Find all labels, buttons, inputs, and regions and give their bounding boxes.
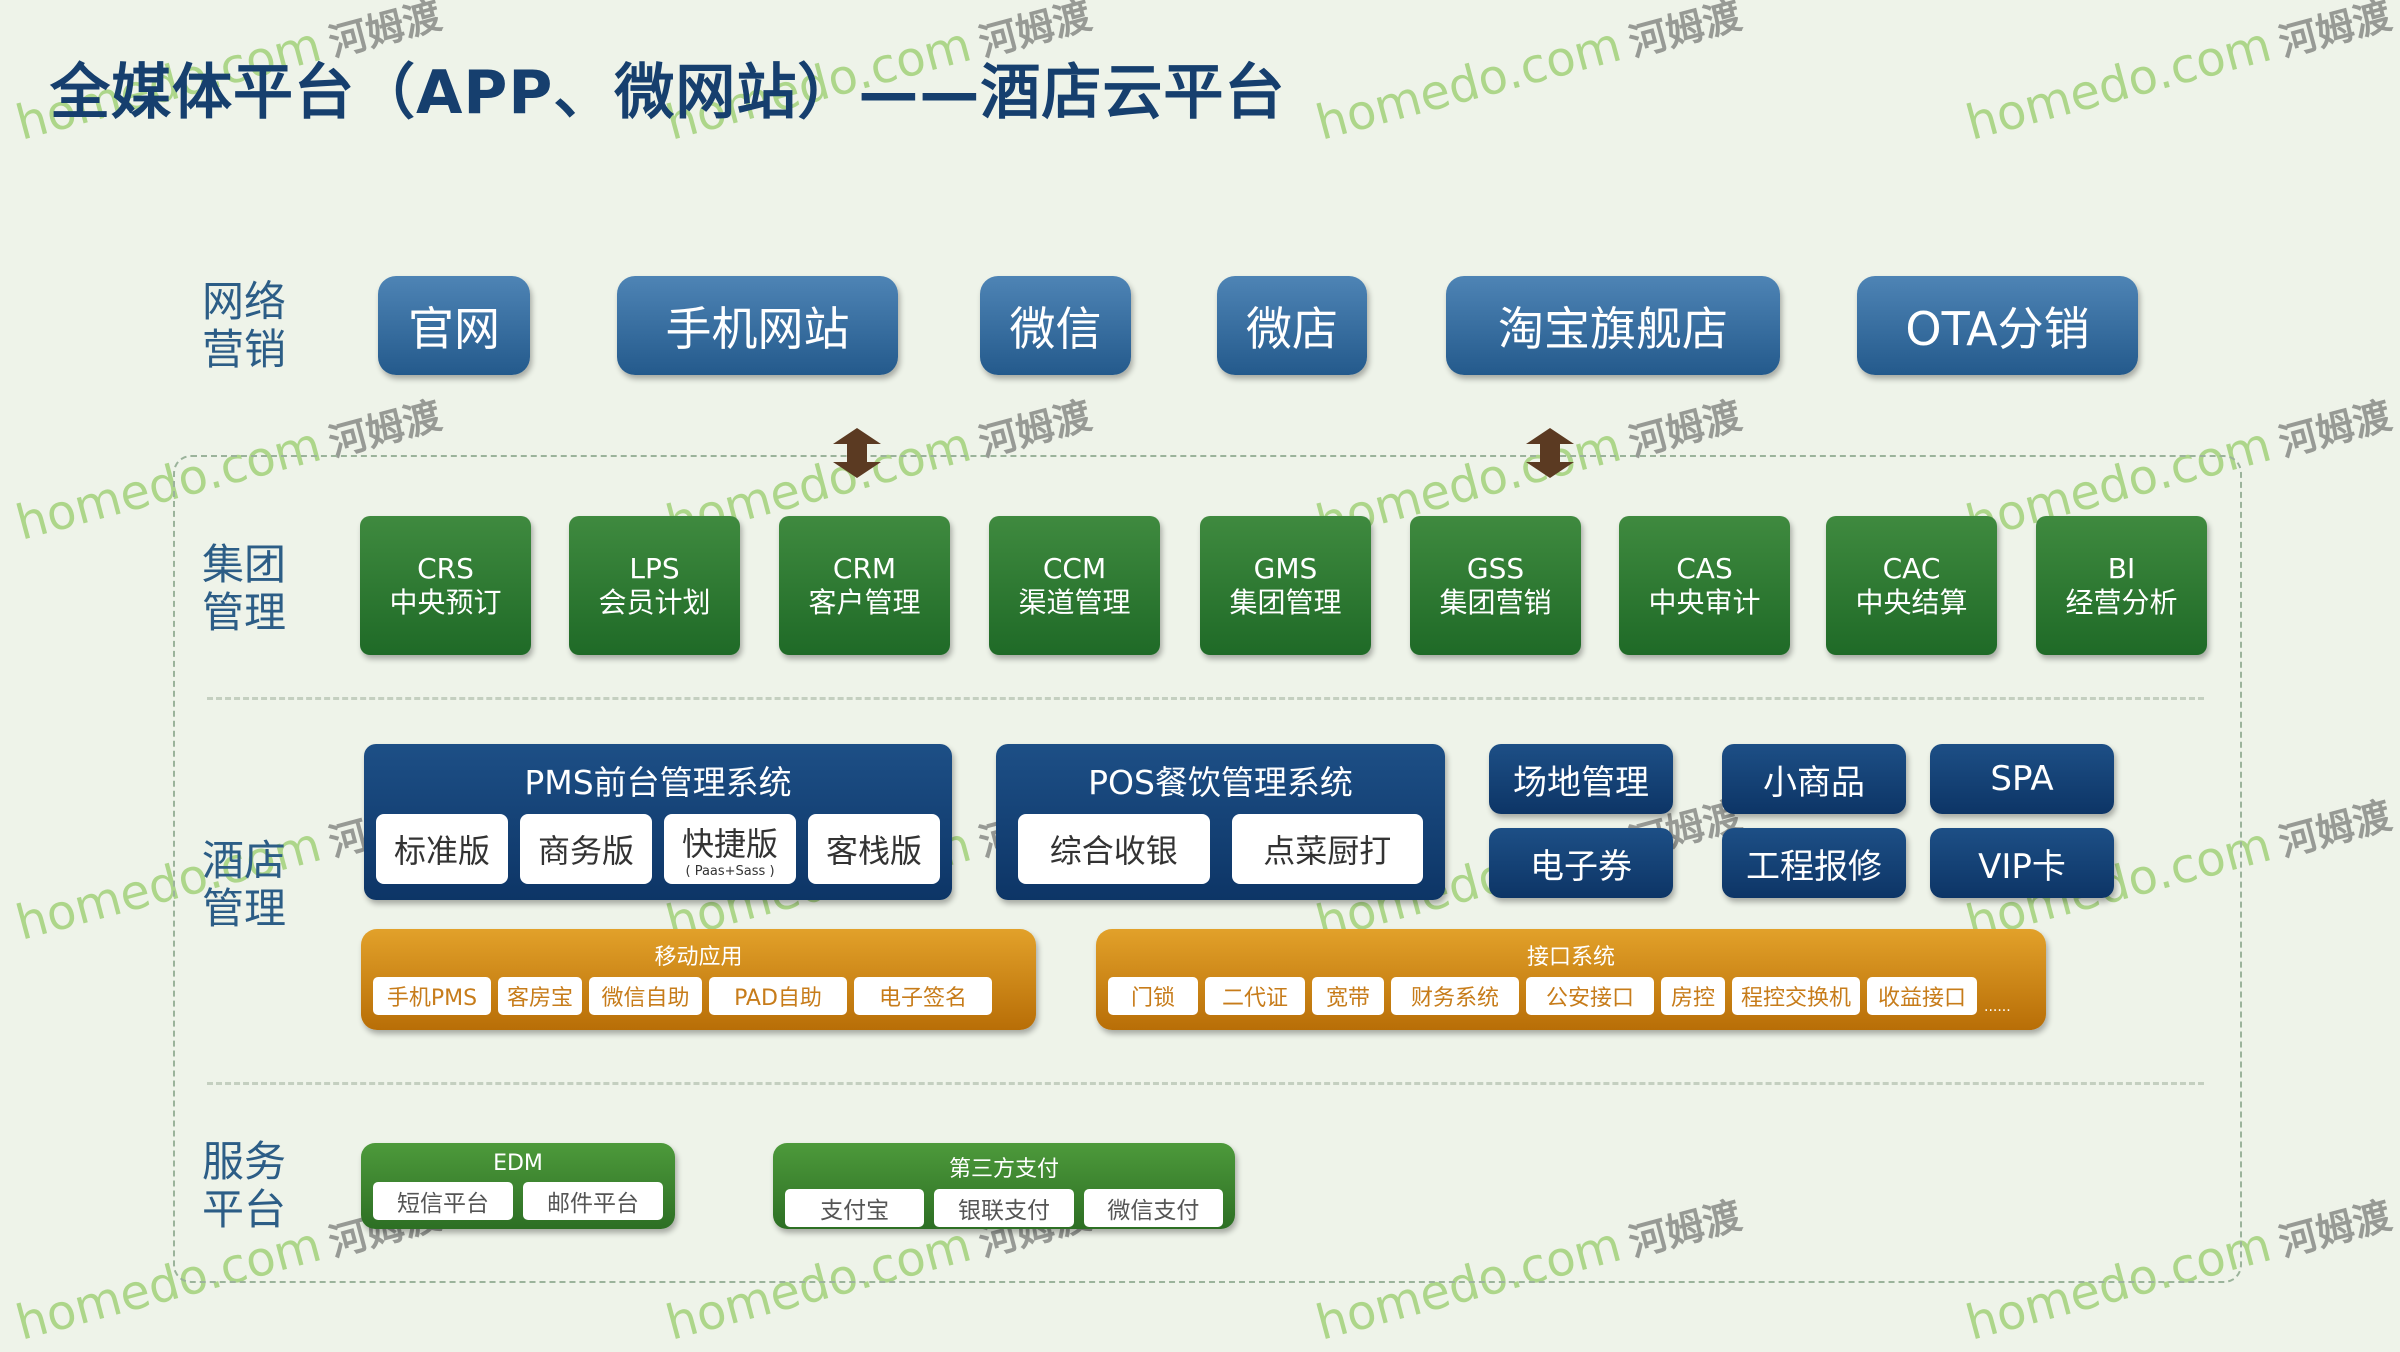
watermark-cn: 河姆渡 (2274, 1193, 2396, 1266)
interface-item[interactable]: 二代证 (1205, 977, 1305, 1015)
module-name: 客户管理 (808, 585, 921, 619)
module-code: BI (2107, 551, 2136, 585)
watermark-cn: 河姆渡 (2274, 393, 2396, 466)
hotel-module-button[interactable]: VIP卡 (1930, 828, 2114, 898)
module-name: 集团管理 (1229, 585, 1342, 619)
hotel-module-button[interactable]: 电子券 (1489, 828, 1673, 898)
module-name: 经营分析 (2065, 585, 2178, 619)
pms-edition-business[interactable]: 商务版 (520, 814, 652, 884)
module-name: 中央审计 (1648, 585, 1761, 619)
hotel-module-button[interactable]: SPA (1930, 744, 2114, 814)
pos-system: POS餐饮管理系统 综合收银 点菜厨打 (996, 744, 1445, 900)
channel-button[interactable]: 淘宝旗舰店 (1446, 276, 1780, 375)
interface-item[interactable]: 程控交换机 (1732, 977, 1860, 1015)
payment-title: 第三方支付 (948, 1157, 1059, 1182)
module-code: LPS (629, 551, 680, 585)
interface-title: 接口系统 (1526, 945, 1615, 970)
pms-edition-standard[interactable]: 标准版 (376, 814, 508, 884)
mobile-title: 移动应用 (654, 945, 743, 970)
platform-frame (173, 455, 2242, 1283)
edm-item[interactable]: 邮件平台 (523, 1182, 663, 1220)
hotel-module-button[interactable]: 场地管理 (1489, 744, 1673, 814)
pms-edition-express[interactable]: 快捷版( Paas+Sass ) (664, 814, 796, 884)
channel-button[interactable]: 手机网站 (617, 276, 898, 375)
payment-group: 第三方支付 支付宝 银联支付 微信支付 (773, 1143, 1235, 1229)
interface-item[interactable]: 公安接口 (1526, 977, 1654, 1015)
row-label-hotel: 酒店管理 (202, 836, 287, 933)
edm-group: EDM 短信平台 邮件平台 (361, 1143, 675, 1229)
channel-button[interactable]: OTA分销 (1857, 276, 2138, 375)
module-name: 中央预订 (389, 585, 502, 619)
pms-title: PMS前台管理系统 (524, 763, 792, 802)
pms-edition-inn[interactable]: 客栈版 (808, 814, 940, 884)
pos-item[interactable]: 点菜厨打 (1231, 814, 1423, 884)
interface-group: 接口系统 门锁二代证宽带财务系统公安接口房控程控交换机收益接口...... (1096, 929, 2046, 1030)
hotel-module-button[interactable]: 小商品 (1722, 744, 1906, 814)
edition-note: ( Paas+Sass ) (685, 864, 775, 879)
module-name: 渠道管理 (1018, 585, 1131, 619)
module-code: CAS (1676, 551, 1733, 585)
watermark: homedo.com河姆渡 (1310, 0, 1746, 152)
module-code: GMS (1253, 551, 1318, 585)
edm-title: EDM (493, 1151, 543, 1176)
mobile-app-item[interactable]: 客房宝 (498, 977, 582, 1015)
module-code: CRS (417, 551, 474, 585)
channel-button[interactable]: 官网 (378, 276, 530, 375)
double-arrow-icon (1526, 428, 1574, 478)
edition-label: 快捷版 (681, 825, 778, 863)
divider (207, 697, 2204, 700)
row-label-group: 集团管理 (202, 540, 287, 637)
edm-item[interactable]: 短信平台 (373, 1182, 513, 1220)
module-code: CAC (1882, 551, 1941, 585)
watermark-site: homedo.com (1310, 16, 1627, 152)
more-indicator: ...... (1984, 999, 2011, 1015)
mobile-app-item[interactable]: 电子签名 (854, 977, 992, 1015)
hotel-module-button[interactable]: 工程报修 (1722, 828, 1906, 898)
watermark-cn: 河姆渡 (1624, 0, 1746, 66)
module-name: 集团营销 (1439, 585, 1552, 619)
watermark-cn: 河姆渡 (2274, 0, 2396, 66)
module-code: CCM (1042, 551, 1107, 585)
mobile-app-item[interactable]: 微信自助 (589, 977, 702, 1015)
mobile-app-item[interactable]: 手机PMS (373, 977, 491, 1015)
module-code: CRM (832, 551, 897, 585)
interface-item[interactable]: 收益接口 (1867, 977, 1977, 1015)
payment-item[interactable]: 银联支付 (934, 1189, 1074, 1227)
pos-title: POS餐饮管理系统 (1088, 763, 1353, 802)
divider (207, 1082, 2204, 1085)
row-label-network: 网络营销 (202, 277, 287, 374)
watermark: homedo.com河姆渡 (1960, 0, 2396, 152)
channel-button[interactable]: 微信 (980, 276, 1131, 375)
channel-button[interactable]: 微店 (1217, 276, 1367, 375)
mobile-app-item[interactable]: PAD自助 (709, 977, 847, 1015)
pos-item[interactable]: 综合收银 (1018, 814, 1210, 884)
interface-item[interactable]: 门锁 (1108, 977, 1198, 1015)
module-code: GSS (1466, 551, 1525, 585)
module-name: 会员计划 (598, 585, 711, 619)
watermark-site: homedo.com (1960, 16, 2277, 152)
page-title: 全媒体平台（APP、微网站）——酒店云平台 (50, 58, 1286, 128)
interface-item[interactable]: 财务系统 (1391, 977, 1519, 1015)
double-arrow-icon (833, 428, 881, 478)
interface-item[interactable]: 宽带 (1312, 977, 1384, 1015)
row-label-service: 服务平台 (202, 1137, 287, 1234)
interface-item[interactable]: 房控 (1661, 977, 1725, 1015)
watermark-cn: 河姆渡 (2274, 793, 2396, 866)
module-name: 中央结算 (1855, 585, 1968, 619)
payment-item[interactable]: 微信支付 (1083, 1189, 1223, 1227)
payment-item[interactable]: 支付宝 (785, 1189, 925, 1227)
pms-system: PMS前台管理系统 标准版 商务版 快捷版( Paas+Sass ) 客栈版 (364, 744, 952, 900)
